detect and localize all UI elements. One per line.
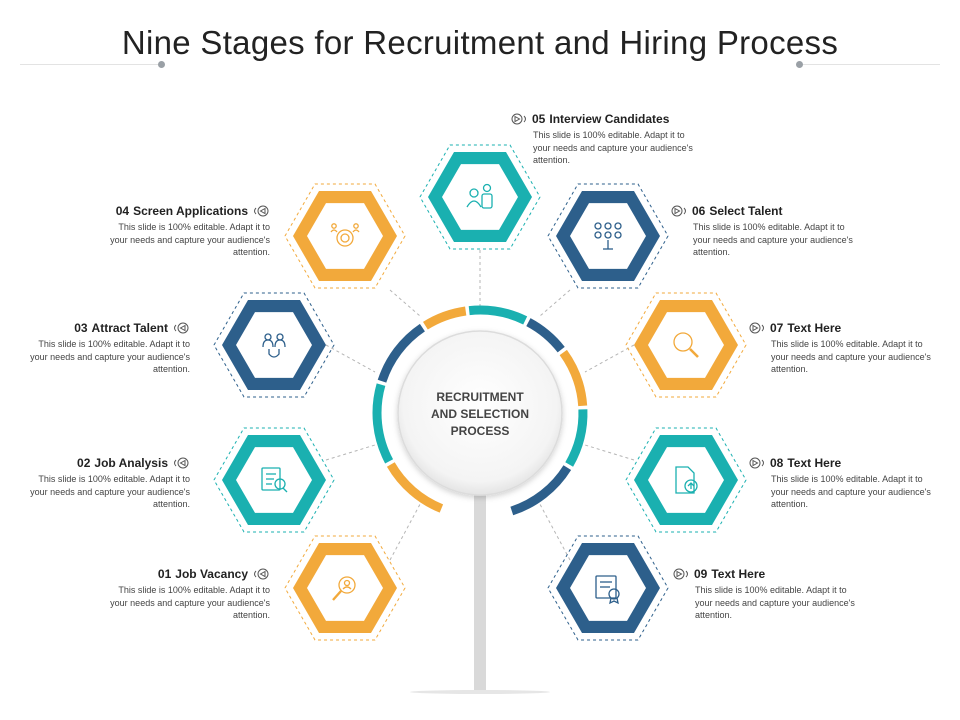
certificate-icon <box>595 575 620 605</box>
audio-icon <box>749 322 764 334</box>
audio-icon <box>254 205 269 217</box>
stage-09-hexagon <box>547 535 669 641</box>
stage-03-desc: This slide is 100% editable. Adapt it to… <box>30 339 190 374</box>
team-target-icon <box>330 223 360 247</box>
center-line-2: AND SELECTION <box>430 407 529 421</box>
stem-base <box>410 690 550 694</box>
stage-02-title: Job Analysis <box>94 456 168 470</box>
ring-segment <box>377 323 425 383</box>
stage-07-title: Text Here <box>787 321 842 335</box>
ring-segment <box>423 306 467 330</box>
stem-bar <box>474 470 486 692</box>
stage-04-hexagon <box>284 183 406 289</box>
document-upload-icon <box>675 466 698 494</box>
interview-icon <box>466 183 493 209</box>
stage-09-desc: This slide is 100% editable. Adapt it to… <box>695 585 855 620</box>
stage-05-hexagon <box>419 144 541 250</box>
audio-icon <box>254 568 269 580</box>
center-line-1: RECRUITMENT <box>436 390 524 404</box>
connector-lines <box>325 250 635 561</box>
ring-segment <box>386 462 444 513</box>
center-label: RECRUITMENT AND SELECTION PROCESS <box>410 389 550 440</box>
magnifier-icon <box>673 332 699 358</box>
stage-02-desc: This slide is 100% editable. Adapt it to… <box>30 474 190 509</box>
stage-03-title: Attract Talent <box>91 321 168 335</box>
stage-05-title: Interview Candidates <box>549 112 670 126</box>
title-rule-right-dot <box>796 61 803 68</box>
select-person-icon <box>594 222 622 250</box>
stage-04-title: Screen Applications <box>133 204 248 218</box>
stage-07-number: 07 <box>770 321 784 335</box>
audio-icon <box>511 113 526 125</box>
ring-segment <box>510 465 572 516</box>
segment-ring <box>372 305 588 516</box>
stage-08-hexagon <box>625 427 747 533</box>
stage-01-number: 01 <box>157 567 172 581</box>
audio-icon <box>174 457 189 469</box>
audio-icon <box>671 205 686 217</box>
title-rule-left-dot <box>158 61 165 68</box>
stage-05-desc: This slide is 100% editable. Adapt it to… <box>533 130 693 165</box>
title-rule-left <box>20 64 160 65</box>
ring-segment <box>468 305 528 325</box>
stage-08-title: Text Here <box>787 456 842 470</box>
stage-01-hexagon <box>284 535 406 641</box>
stage-07-desc: This slide is 100% editable. Adapt it to… <box>771 339 931 374</box>
center-circle <box>397 330 563 496</box>
stage-08-number: 08 <box>770 456 784 470</box>
stage-06-title: Select Talent <box>709 204 783 218</box>
stage-01-title: Job Vacancy <box>175 567 248 581</box>
magnet-people-icon <box>262 333 286 358</box>
audio-icon <box>673 568 688 580</box>
stage-01-desc: This slide is 100% editable. Adapt it to… <box>110 585 270 620</box>
stage-02-hexagon <box>213 427 335 533</box>
ring-segment <box>372 383 394 464</box>
stage-05-number: 05 <box>532 112 546 126</box>
stage-03-number: 03 <box>74 321 88 335</box>
audio-icon <box>749 457 764 469</box>
stage-09-title: Text Here <box>711 567 766 581</box>
checklist-search-icon <box>261 467 288 493</box>
stage-06-number: 06 <box>692 204 706 218</box>
title-rule-right <box>800 64 940 65</box>
page-title: Nine Stages for Recruitment and Hiring P… <box>121 24 839 61</box>
stage-03-hexagon <box>213 292 335 398</box>
center-line-3: PROCESS <box>450 424 510 438</box>
ring-segment <box>565 409 588 467</box>
stage-04-desc: This slide is 100% editable. Adapt it to… <box>110 222 270 257</box>
ring-segment <box>526 318 565 353</box>
stage-06-hexagon <box>547 183 669 289</box>
audio-icon <box>174 322 189 334</box>
stage-06-desc: This slide is 100% editable. Adapt it to… <box>693 222 853 257</box>
stage-08-desc: This slide is 100% editable. Adapt it to… <box>771 474 931 509</box>
stage-02-number: 02 <box>77 456 91 470</box>
stage-09-number: 09 <box>694 567 708 581</box>
stage-04-number: 04 <box>115 204 130 218</box>
search-person-icon <box>332 576 356 601</box>
stage-07-hexagon <box>625 292 747 398</box>
ring-segment <box>559 349 588 407</box>
